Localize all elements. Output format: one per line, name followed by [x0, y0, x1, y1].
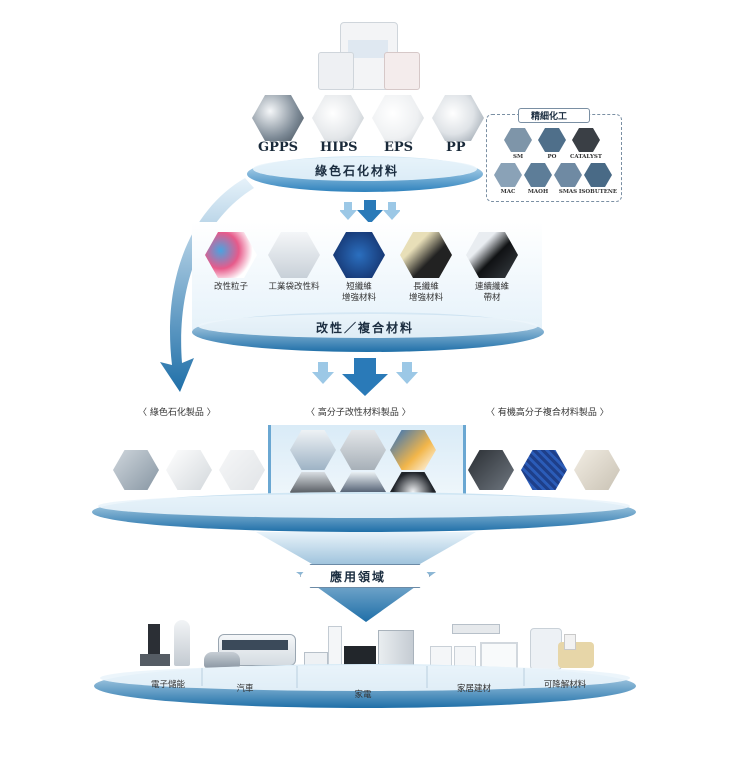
green-product-1-image: [113, 450, 159, 490]
composite-product-1-image: [468, 450, 514, 490]
app-label-biodegradable: 可降解材料: [543, 680, 587, 690]
category-label-polymer-modified: 〈 高分子改性材料製品 〉: [306, 408, 411, 418]
po-image: [538, 128, 566, 152]
product-label-gpps: GPPS: [258, 140, 299, 155]
application-title-tag: [300, 564, 430, 588]
app-label-automobile: 汽車: [236, 684, 254, 694]
fine-chem-label-mac: MAC: [500, 189, 516, 195]
maoh-image: [524, 163, 552, 187]
green-product-2-image: [166, 450, 212, 490]
composite-product-2-image: [521, 450, 567, 490]
top-platform-title: 綠色石化材料: [315, 164, 400, 178]
fine-chem-title: 精細化工: [531, 112, 568, 122]
sack-bags-image: [318, 22, 420, 92]
gpps-pellets-image: [252, 95, 304, 141]
modified-platform: [192, 312, 544, 352]
composite-product-3-image: [574, 450, 620, 490]
application-platform: [94, 664, 636, 708]
modified-label-long-fiber: 長纖維 增強材料: [408, 282, 443, 303]
fine-chem-label-sm: SM: [512, 154, 524, 160]
modified-platform-title: 改性／複合材料: [316, 321, 415, 335]
pp-pellets-image: [432, 95, 484, 141]
curved-flow-arrow: [160, 178, 254, 392]
modified-label-granules: 改性粒子: [213, 282, 248, 292]
modified-label-bag: 工業袋改性料: [268, 282, 320, 292]
fine-chem-label-po: PO: [547, 154, 557, 160]
product-label-eps: EPS: [384, 140, 414, 155]
app-icon-automobile: [204, 628, 296, 676]
application-title: 應用領域: [330, 570, 387, 584]
top-platform: [247, 156, 483, 192]
green-product-3-image: [219, 450, 265, 490]
app-icon-energy-storage: [140, 620, 198, 672]
modified-label-short-fiber: 短纖維 增強材料: [341, 282, 376, 303]
fine-chem-label-catalyst: CATALYST: [570, 154, 602, 160]
app-label-home-appliance: 家電: [354, 690, 372, 700]
app-label-home-building: 家居建材: [456, 684, 491, 694]
fine-chem-label-isobutene: ISOBUTENE: [578, 189, 618, 195]
app-label-energy-storage: 電子儲能: [150, 680, 185, 690]
down-arrows-1: [340, 200, 400, 224]
products-platform: [92, 492, 636, 532]
catalyst-image: [572, 128, 600, 152]
fine-chem-label-maoh: MAOH: [527, 189, 549, 195]
app-icon-biodegradable: [530, 620, 598, 676]
smas-image: [554, 163, 582, 187]
isobutene-image: [584, 163, 612, 187]
down-arrows-2: [312, 358, 418, 396]
modified-label-tape: 連續纖維 帶材: [474, 282, 509, 303]
fine-chem-label-smas: SMAS: [558, 189, 578, 195]
category-label-green-petrochem: 〈 綠色石化製品 〉: [138, 408, 216, 418]
eps-beads-image: [372, 95, 424, 141]
hips-pellets-image: [312, 95, 364, 141]
product-label-hips: HIPS: [320, 140, 358, 155]
product-label-pp: PP: [446, 140, 466, 155]
fine-chem-title-tag: [518, 108, 590, 123]
category-label-organic-composite: 〈 有機高分子複合材料製品 〉: [486, 408, 609, 418]
